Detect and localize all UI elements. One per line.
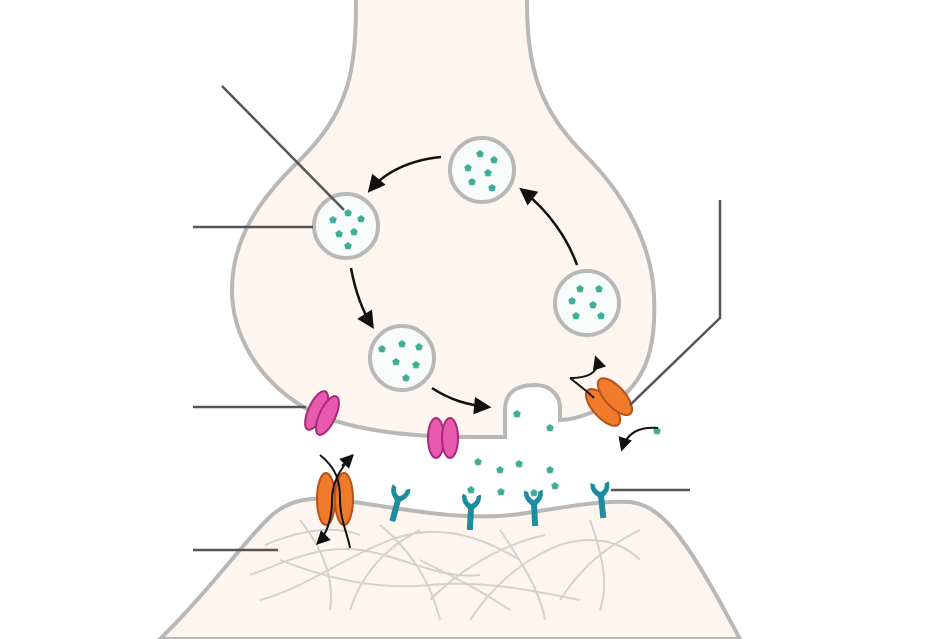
postsynaptic-neuron bbox=[157, 496, 743, 639]
presynaptic-transporter-arrows bbox=[569, 355, 659, 452]
presynaptic-terminal bbox=[229, 0, 657, 439]
vesicle-cycle-arrows bbox=[349, 155, 579, 415]
presynaptic-transporter bbox=[584, 377, 634, 427]
vesicle-bottom-left bbox=[368, 324, 436, 392]
arrow-left-to-bottom bbox=[349, 267, 374, 329]
vesicle-right bbox=[553, 269, 621, 337]
arrow-top-to-left bbox=[367, 155, 442, 193]
leader-line-transporter bbox=[629, 200, 722, 406]
calcium-channel-left bbox=[304, 390, 340, 436]
leader-lines bbox=[193, 85, 722, 552]
calcium-channel-center bbox=[427, 417, 459, 459]
arrow-bottom-to-fusion bbox=[431, 386, 492, 415]
arrow-right-to-top bbox=[519, 187, 579, 266]
postsynaptic-transporter-arrows bbox=[316, 454, 354, 549]
leader-line-neurotransmitter bbox=[221, 85, 345, 211]
vesicle-top bbox=[448, 136, 516, 204]
vesicle-top-left bbox=[312, 192, 380, 260]
cytoskeleton bbox=[249, 519, 641, 621]
